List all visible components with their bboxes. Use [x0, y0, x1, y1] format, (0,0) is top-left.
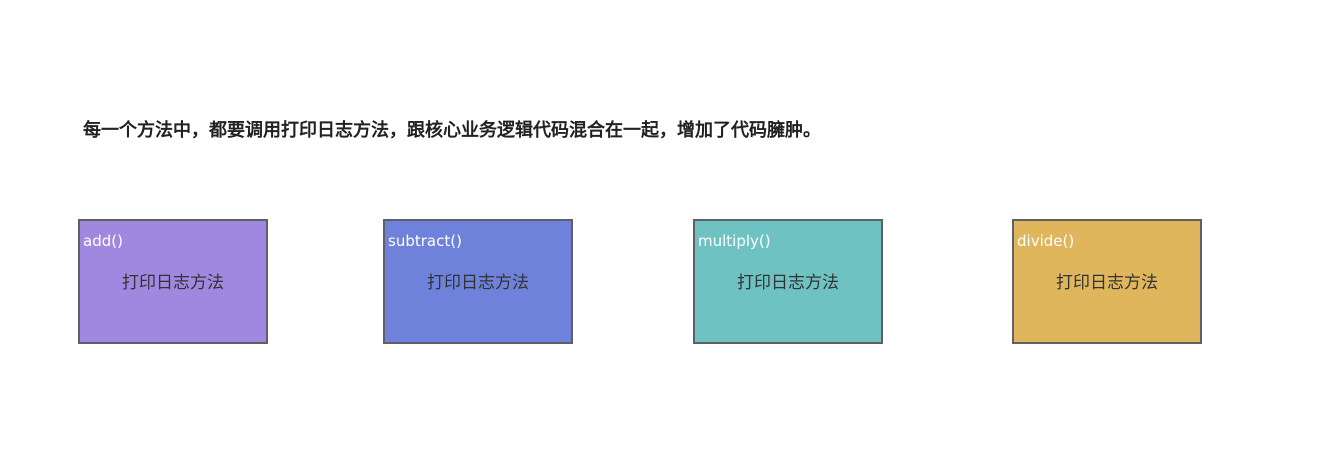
method-name-label: add()	[83, 232, 123, 250]
method-box-divide: divide() 打印日志方法	[1012, 219, 1202, 344]
log-method-label: 打印日志方法	[427, 273, 529, 293]
log-method-label: 打印日志方法	[737, 273, 839, 293]
method-name-label: subtract()	[388, 232, 462, 250]
method-box-multiply: multiply() 打印日志方法	[693, 219, 883, 344]
method-box-add: add() 打印日志方法	[78, 219, 268, 344]
diagram-headline: 每一个方法中，都要调用打印日志方法，跟核心业务逻辑代码混合在一起，增加了代码臃肿…	[83, 120, 821, 141]
method-name-label: divide()	[1017, 232, 1075, 250]
method-name-label: multiply()	[698, 232, 771, 250]
method-box-subtract: subtract() 打印日志方法	[383, 219, 573, 344]
log-method-label: 打印日志方法	[1056, 273, 1158, 293]
log-method-label: 打印日志方法	[122, 273, 224, 293]
